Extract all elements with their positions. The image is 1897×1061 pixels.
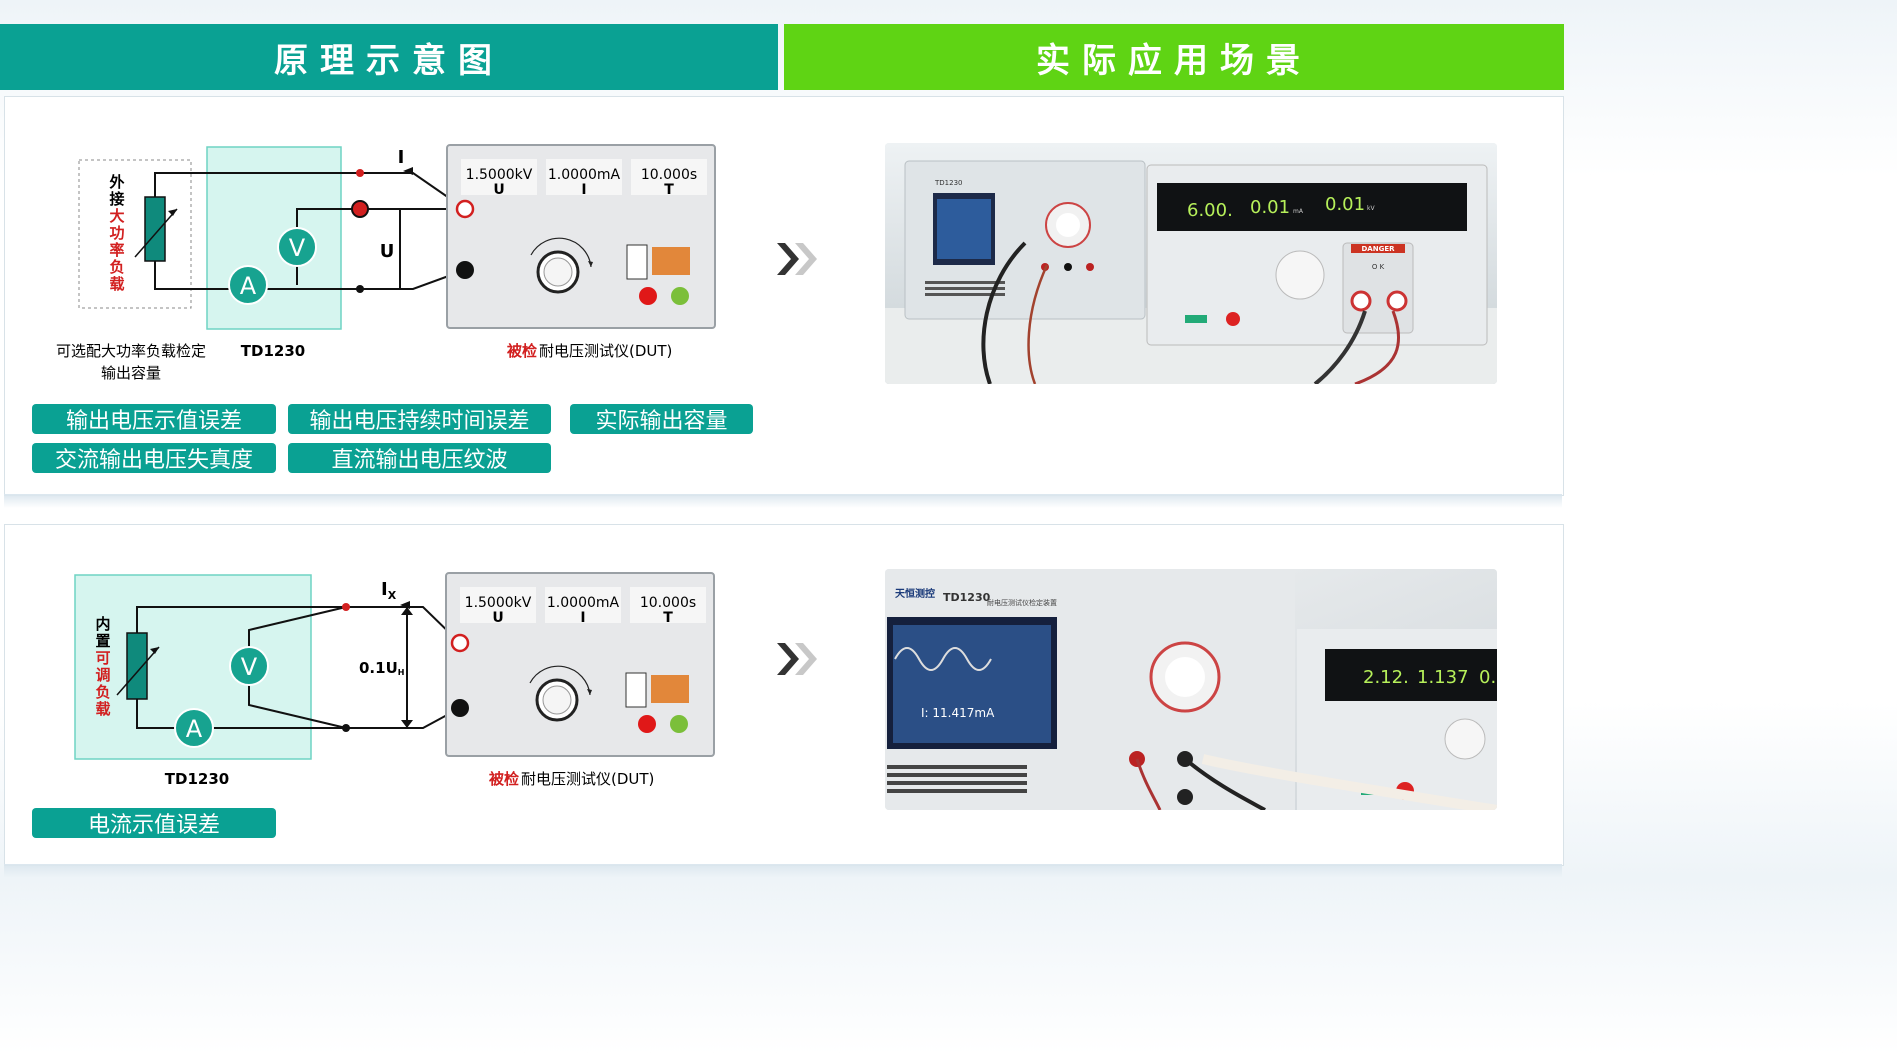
load-char: 功 — [109, 224, 124, 242]
dut-current-unit: I — [580, 610, 585, 626]
dut-voltage-value: 1.5000kV — [466, 167, 533, 183]
dut-time-value: 10.000s — [640, 595, 696, 611]
load-char: 接 — [109, 190, 124, 208]
dut-current-unit: I — [581, 182, 586, 198]
photo2-brand: 天恒测控 — [895, 587, 935, 600]
dut-label-red: 被检 — [489, 770, 519, 788]
dut-time-unit: T — [664, 182, 674, 198]
dut-current-value: 1.0000mA — [548, 167, 621, 183]
dut-voltage-value: 1.5000kV — [465, 595, 532, 611]
dut-green-indicator — [670, 715, 688, 733]
voltmeter-icon — [277, 227, 317, 267]
circuit-diagram-2: V A IX 0.1UH 内 置 可 调 负 载 TD1230 — [74, 572, 817, 788]
load-caption-1: 可选配大功率负载检定 — [56, 342, 206, 360]
terminal-dot — [356, 169, 364, 177]
ammeter-label: A — [240, 272, 257, 300]
dut-time-unit: T — [663, 610, 673, 626]
chevron-right-icon — [777, 243, 817, 275]
tag-output-voltage-error: 输出电压示值误差 — [32, 404, 276, 434]
load-char: 置 — [95, 632, 110, 650]
voltage-label: U — [380, 241, 395, 262]
tag-dc-ripple: 直流输出电压纹波 — [288, 443, 551, 473]
load-char: 可 — [95, 649, 110, 667]
load-char: 负 — [109, 258, 124, 276]
dut-red-indicator — [638, 715, 656, 733]
tag-duration-error: 输出电压持续时间误差 — [288, 404, 551, 434]
load-char: 载 — [95, 700, 110, 718]
load-char: 调 — [95, 666, 110, 684]
dut-time-value: 10.000s — [641, 167, 697, 183]
photo1-model: TD1230 — [934, 179, 962, 187]
panel-divider — [4, 494, 1562, 508]
load-caption-2: 输出容量 — [101, 364, 161, 382]
external-load-box — [78, 159, 192, 309]
voltmeter-label: V — [289, 234, 306, 262]
dut-voltage-unit: U — [492, 610, 503, 626]
dut-instrument — [446, 144, 716, 329]
dut-voltage-unit: U — [493, 182, 504, 198]
dut-terminal-ground — [456, 261, 474, 279]
terminal-dot — [356, 285, 364, 293]
terminal-dot — [342, 724, 350, 732]
current-label: I — [398, 147, 405, 168]
photo1-danger: DANGER — [1361, 245, 1395, 253]
current-label: IX — [381, 579, 397, 602]
dut-terminal-hv — [455, 199, 475, 219]
voltmeter-label: V — [241, 653, 258, 681]
load-char: 内 — [95, 615, 110, 633]
chevron-right-icon — [777, 643, 817, 675]
dut-label: 耐电压测试仪(DUT) — [539, 342, 672, 360]
td1230-box — [206, 146, 342, 330]
resistor-symbol — [126, 632, 148, 700]
header-principle: 原理示意图 — [0, 24, 778, 90]
voltmeter-icon — [229, 646, 269, 686]
photo2-screen-value: I: 11.417mA — [921, 706, 995, 720]
ammeter-icon — [228, 265, 268, 305]
tag-ac-distortion: 交流输出电压失真度 — [32, 443, 276, 473]
terminal-dot — [351, 200, 369, 218]
tag-actual-capacity: 实际输出容量 — [570, 404, 753, 434]
dut-instrument — [445, 572, 715, 757]
photo1-readout1: 6.00. — [1187, 200, 1233, 221]
dut-terminal-ground — [451, 699, 469, 717]
load-char: 载 — [109, 275, 124, 293]
terminal-dot — [342, 603, 350, 611]
dut-current-value: 1.0000mA — [547, 595, 620, 611]
load-char: 率 — [109, 241, 124, 259]
photo2-model-desc: 耐电压测试仪检定装置 — [987, 598, 1057, 607]
panel-divider — [4, 864, 1562, 878]
load-char: 负 — [95, 683, 110, 701]
load-char: 外 — [108, 173, 124, 191]
photo1-unit3: kV — [1367, 205, 1375, 212]
ammeter-icon — [174, 708, 214, 748]
dut-terminal-hv — [450, 633, 470, 653]
photo1-readout3: 0.01 — [1325, 194, 1365, 215]
dut-label-red: 被检 — [507, 342, 537, 360]
header-application: 实际应用场景 — [784, 24, 1564, 90]
tag-current-error: 电流示值误差 — [32, 808, 276, 838]
photo2-model: TD1230 — [943, 591, 991, 604]
photo1-readout2: 0.01 — [1250, 197, 1290, 218]
photo1-unit2: mA — [1293, 208, 1304, 215]
resistor-symbol — [144, 196, 166, 262]
ammeter-label: A — [186, 715, 203, 743]
photo2-readout3: 0.5 — [1479, 667, 1497, 688]
photo2-readout2: 1.137 — [1417, 667, 1469, 688]
circuit-diagram-1: V A I U 外 接 大 功 率 负 载 可选配大功率负载检定 输出容量 TD… — [56, 144, 817, 382]
photo-1-illustration: TD1230 6.00. 0.01 0.01 mA kV DANGER O K — [885, 143, 1497, 384]
voltage-label: 0.1UH — [359, 659, 404, 677]
photo2-readout1: 2.12. — [1363, 667, 1409, 688]
dut-label: 耐电压测试仪(DUT) — [521, 770, 654, 788]
application-photo-2: 天恒测控 TD1230 耐电压测试仪检定装置 I: 11.417mA 2.12.… — [885, 569, 1497, 810]
device-label: TD1230 — [241, 342, 305, 360]
load-char: 大 — [109, 207, 124, 225]
dut-red-indicator — [639, 287, 657, 305]
photo1-ok: O K — [1372, 263, 1385, 271]
photo-2-illustration: 天恒测控 TD1230 耐电压测试仪检定装置 I: 11.417mA 2.12.… — [885, 569, 1497, 810]
dut-green-indicator — [671, 287, 689, 305]
application-photo-1: TD1230 6.00. 0.01 0.01 mA kV DANGER O K — [885, 143, 1497, 384]
device-label: TD1230 — [165, 770, 229, 788]
